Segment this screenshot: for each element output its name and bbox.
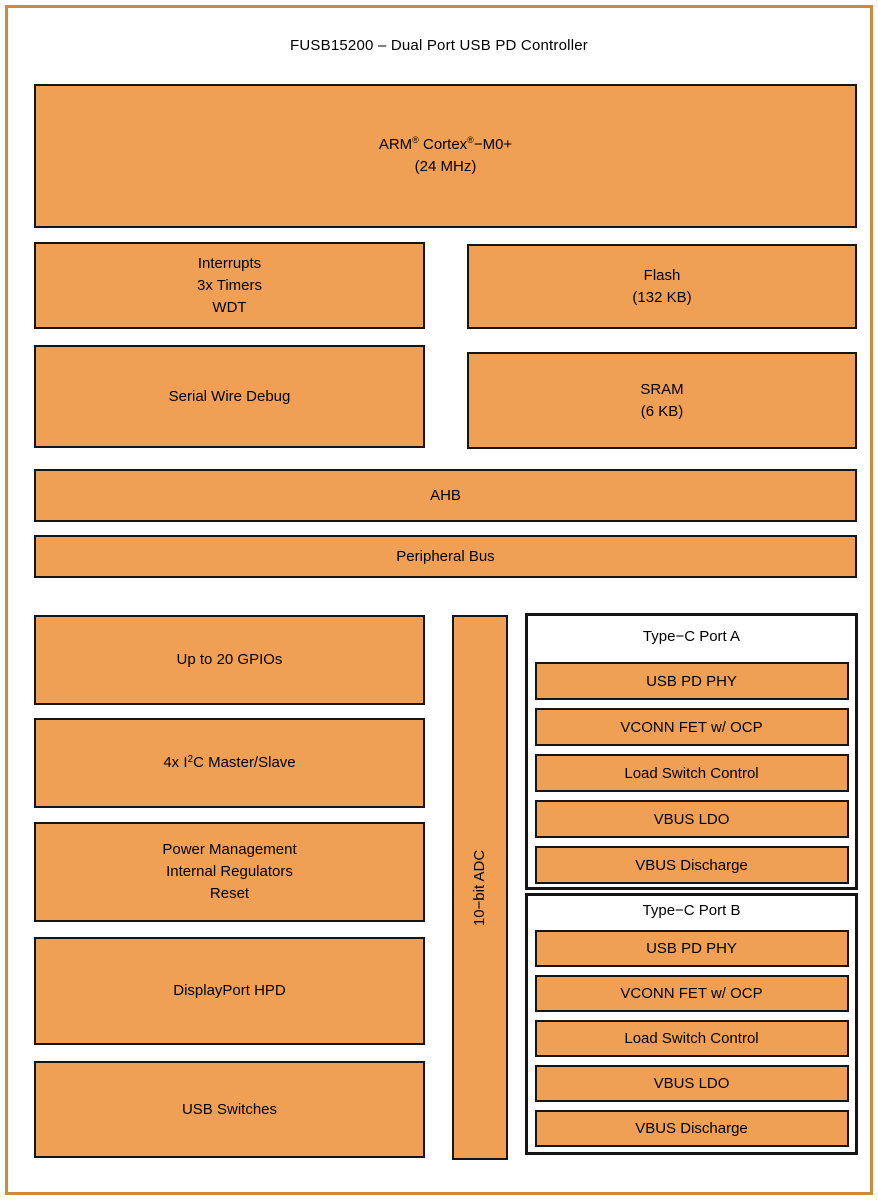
- block-power-management: Power Management Internal Regulators Res…: [34, 822, 425, 922]
- block-line: Serial Wire Debug: [168, 387, 291, 405]
- block-line: (6 KB): [640, 402, 684, 420]
- cpu-name-line: ARM® Cortex®−M0+: [379, 134, 512, 156]
- block-line: Up to 20 GPIOs: [176, 651, 283, 668]
- block-line: Flash: [643, 266, 681, 284]
- block-flash: Flash (132 KB): [467, 244, 857, 329]
- port-b-title: Type−C Port B: [642, 902, 741, 919]
- block-displayport-hpd: DisplayPort HPD: [34, 937, 425, 1045]
- block-cpu: ARM® Cortex®−M0+ (24 MHz): [34, 84, 857, 228]
- block-line: 3x Timers: [196, 276, 262, 294]
- port-a-load-switch-control: Load Switch Control: [534, 754, 849, 792]
- port-a-vbus-discharge: VBUS Discharge: [534, 846, 849, 884]
- port-a-vbus-ldo: VBUS LDO: [534, 800, 849, 838]
- i2c-pre: 4x I: [163, 754, 188, 771]
- block-line: DisplayPort HPD: [173, 982, 286, 999]
- port-a-usb-pd-phy: USB PD PHY: [534, 662, 849, 700]
- port-b-vconn-fet: VCONN FET w/ OCP: [534, 975, 849, 1012]
- block-line: Internal Regulators: [166, 863, 293, 880]
- port-b-vbus-discharge: VBUS Discharge: [534, 1110, 849, 1147]
- cpu-frequency: (24 MHz): [414, 158, 477, 175]
- block-line: (132 KB): [632, 288, 692, 306]
- block-line: WDT: [212, 298, 247, 316]
- port-a-vconn-fet: VCONN FET w/ OCP: [534, 708, 849, 746]
- adc-label: 10−bit ADC: [471, 849, 489, 926]
- i2c-superscript: 2: [187, 754, 194, 765]
- cpu-brand: ARM: [378, 136, 413, 153]
- block-ahb-bus: AHB: [34, 469, 857, 522]
- block-line: AHB: [430, 486, 461, 504]
- port-b-vbus-ldo: VBUS LDO: [534, 1065, 849, 1102]
- block-usb-switches: USB Switches: [34, 1061, 425, 1158]
- block-gpio: Up to 20 GPIOs: [34, 615, 425, 705]
- block-adc: 10−bit ADC: [452, 615, 508, 1160]
- port-b-usb-pd-phy: USB PD PHY: [534, 930, 849, 967]
- i2c-post: C Master/Slave: [193, 754, 296, 771]
- diagram-title: FUSB15200 – Dual Port USB PD Controller: [290, 37, 588, 54]
- block-line: SRAM: [640, 380, 684, 398]
- registered-trademark-icon: ®: [412, 135, 419, 145]
- block-line: 4x I2C Master/Slave: [163, 752, 295, 774]
- block-sram: SRAM (6 KB): [467, 352, 857, 449]
- block-line: USB Switches: [181, 1100, 278, 1118]
- cpu-model: −M0+: [473, 136, 513, 153]
- block-serial-wire-debug: Serial Wire Debug: [34, 345, 425, 448]
- registered-trademark-icon: ®: [467, 135, 474, 145]
- block-line: Reset: [209, 885, 250, 902]
- block-line: Power Management: [162, 841, 297, 858]
- port-b-load-switch-control: Load Switch Control: [534, 1020, 849, 1057]
- block-i2c: 4x I2C Master/Slave: [34, 718, 425, 808]
- block-line: Interrupts: [197, 254, 262, 272]
- block-interrupts-timers-wdt: Interrupts 3x Timers WDT: [34, 242, 425, 329]
- block-line: Peripheral Bus: [396, 547, 495, 565]
- block-peripheral-bus: Peripheral Bus: [34, 535, 857, 578]
- port-a-container: Type−C Port A USB PD PHY VCONN FET w/ OC…: [525, 613, 858, 890]
- port-a-title: Type−C Port A: [642, 628, 741, 645]
- cpu-core: Cortex: [418, 136, 468, 153]
- port-b-container: Type−C Port B USB PD PHY VCONN FET w/ OC…: [525, 893, 858, 1155]
